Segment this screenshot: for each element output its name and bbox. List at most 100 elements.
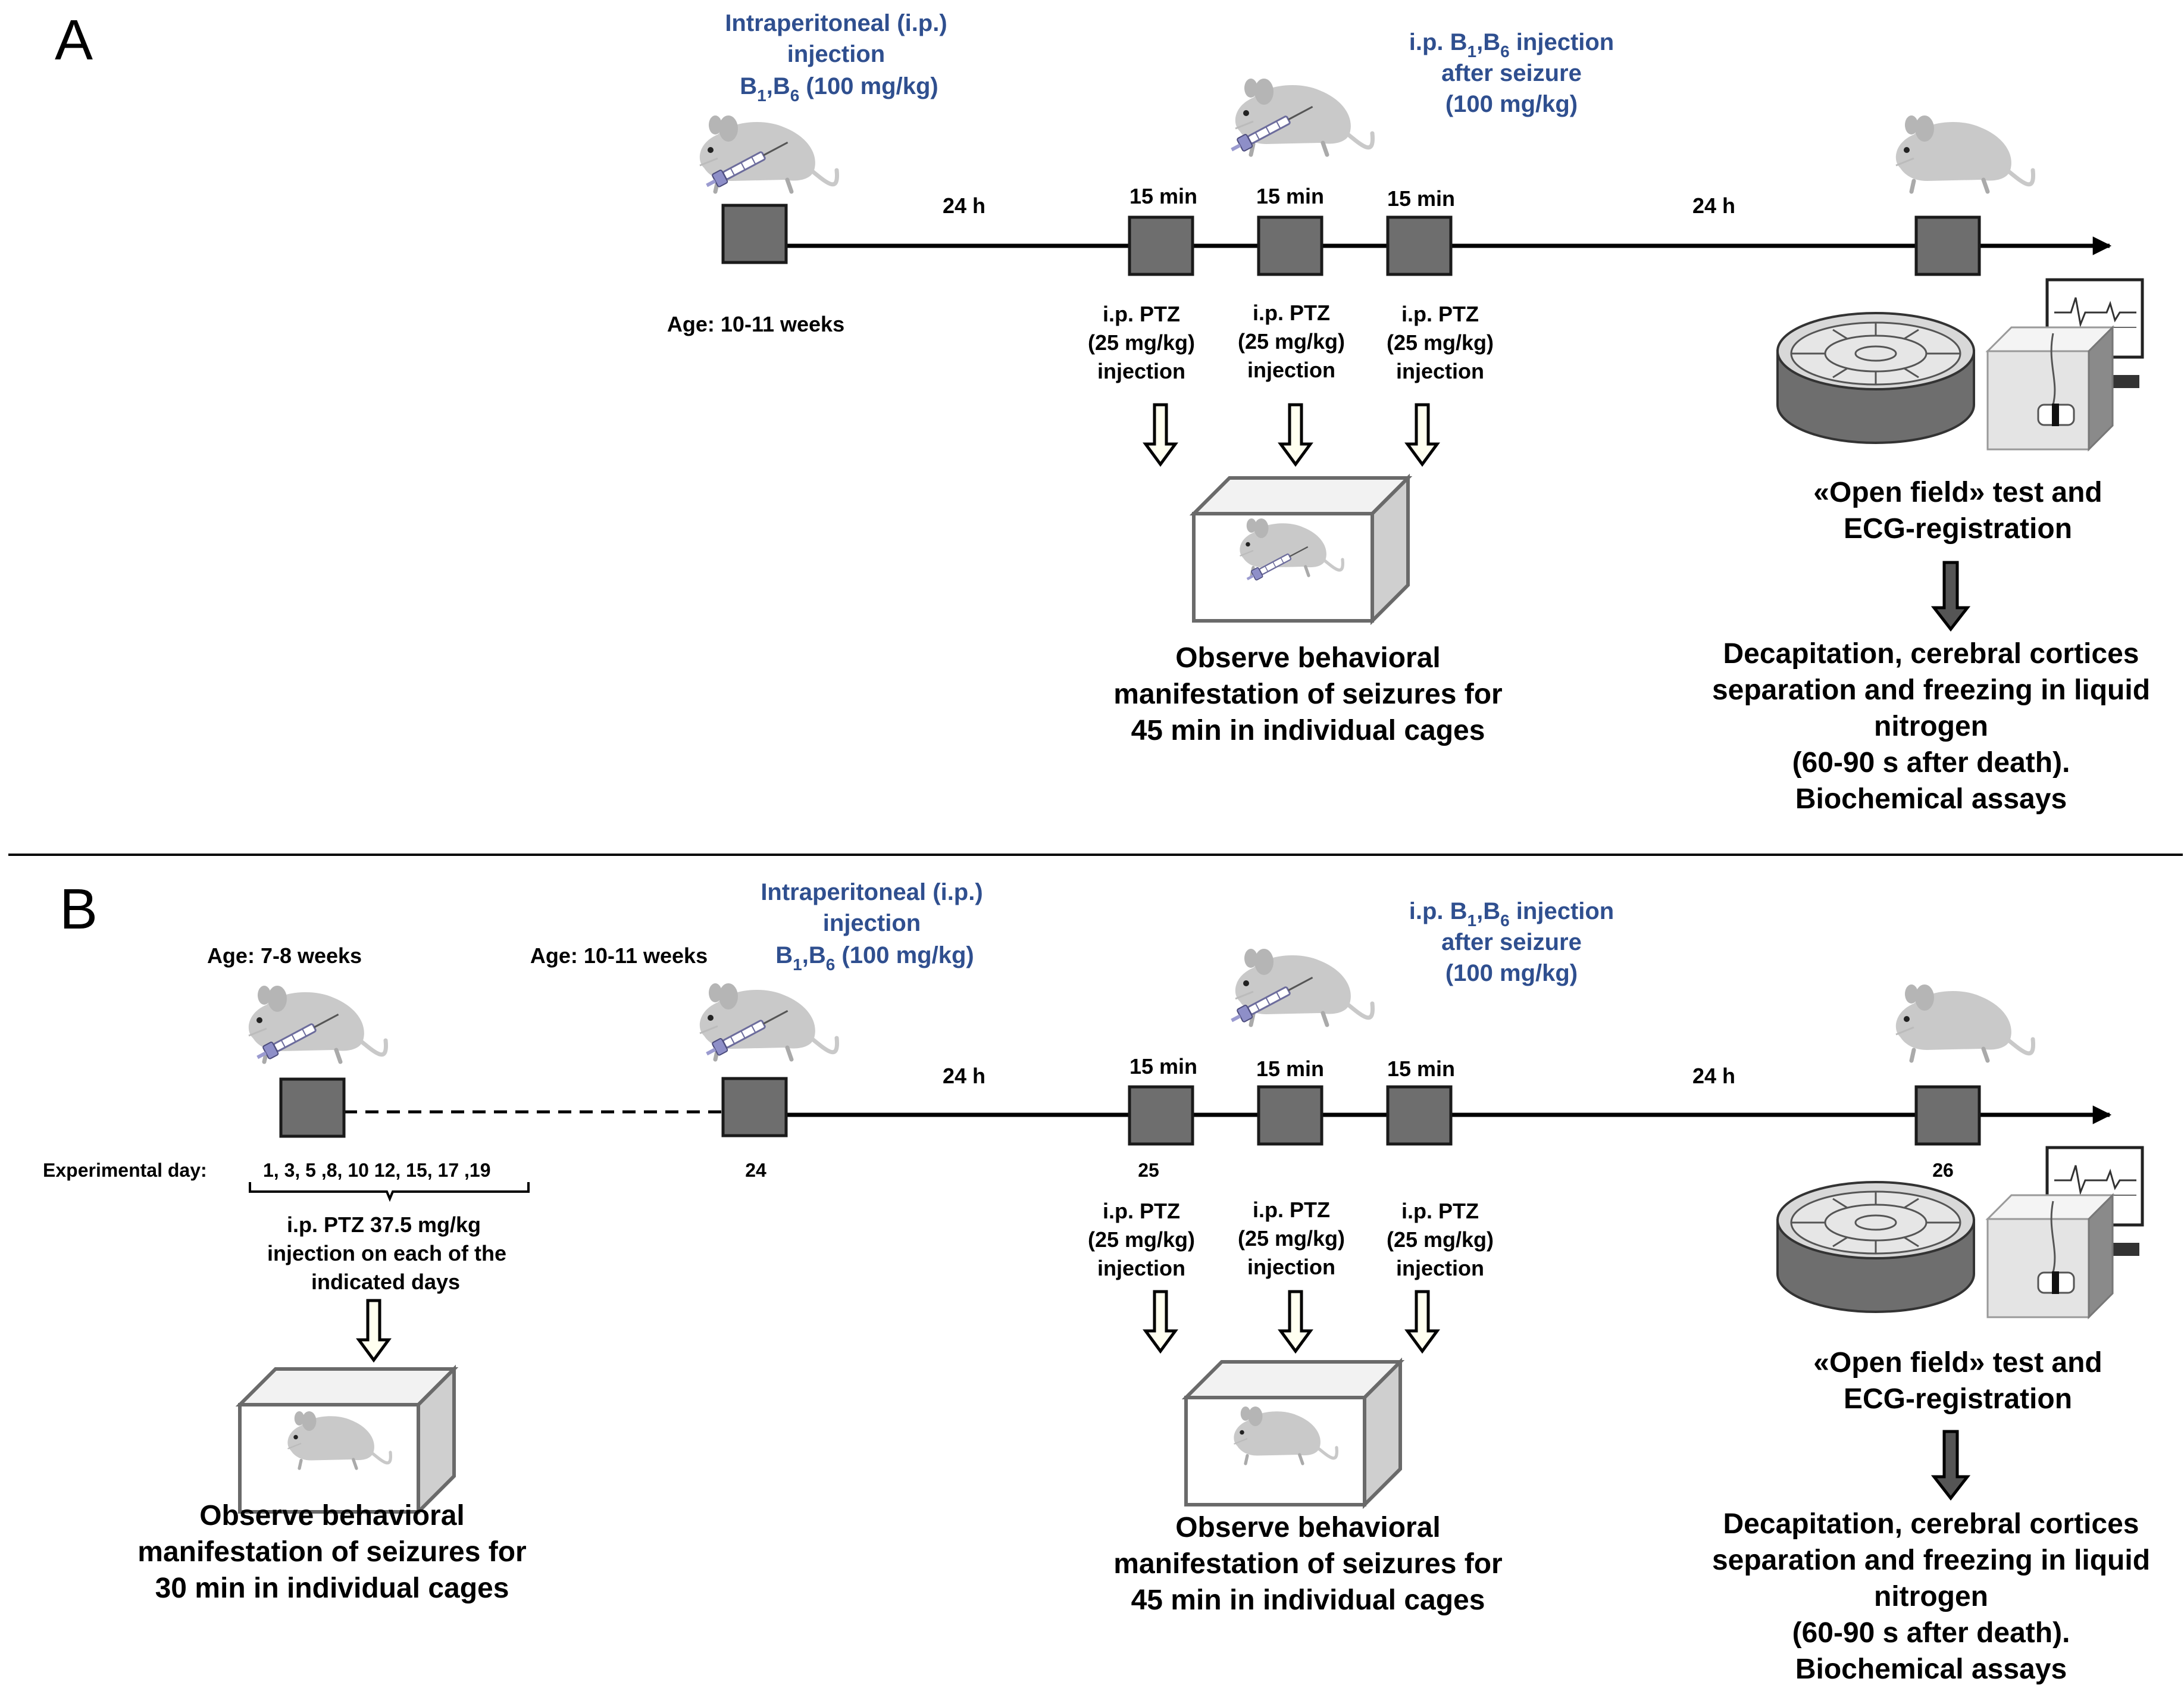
svg-text:Biochemical assays: Biochemical assays xyxy=(1795,1654,2067,1685)
after-seizure-line2: after seizure xyxy=(1441,60,1582,86)
ptz-injection-label: i.p. PTZ (25 mg/kg) injection xyxy=(1088,1199,1195,1280)
age-label: Age: 7-8 weeks xyxy=(207,943,362,968)
ip-title-line2: injection xyxy=(787,41,885,67)
ecg-monitor-icon xyxy=(1988,1148,2142,1317)
after-seizure-line3: (100 mg/kg) xyxy=(1445,91,1578,117)
day-number: 25 xyxy=(1138,1159,1159,1181)
panel-a-letter: A xyxy=(55,8,93,72)
down-arrow-icon xyxy=(1281,405,1310,464)
experimental-day-label: Experimental day: xyxy=(43,1159,207,1181)
interval-15min-label: 15 min xyxy=(1256,184,1324,208)
svg-text:(25 mg/kg): (25 mg/kg) xyxy=(1238,1226,1345,1251)
timepoint-box xyxy=(1914,1085,1981,1146)
svg-text:ECG-registration: ECG-registration xyxy=(1844,1383,2072,1415)
mouse-icon xyxy=(1896,115,2033,192)
down-arrow-dark-icon xyxy=(1934,562,1967,629)
observe-text: Observe behavioral manifestation of seiz… xyxy=(1113,1512,1502,1616)
ip-title-line1: Intraperitoneal (i.p.) xyxy=(725,10,947,36)
svg-text:(25 mg/kg): (25 mg/kg) xyxy=(1088,330,1195,355)
decapitation-text: Decapitation, cerebral cortices separati… xyxy=(1712,1508,2150,1685)
timepoint-box xyxy=(279,1077,346,1138)
svg-text:Observe behavioral: Observe behavioral xyxy=(1175,1512,1441,1543)
down-arrow-icon xyxy=(1407,405,1437,464)
svg-text:(25 mg/kg): (25 mg/kg) xyxy=(1088,1227,1195,1252)
mouse-icon xyxy=(1235,79,1373,155)
timepoint-box xyxy=(1128,1085,1194,1146)
svg-text:injection: injection xyxy=(1247,358,1335,382)
age-label: Age: 10-11 weeks xyxy=(667,312,844,336)
svg-text:i.p. PTZ: i.p. PTZ xyxy=(1103,302,1180,326)
interval-24h-label: 24 h xyxy=(943,1064,985,1088)
svg-text:separation and freezing in liq: separation and freezing in liquid xyxy=(1712,1545,2150,1576)
ip-dose: B1,B6 (100 mg/kg) xyxy=(740,73,938,105)
svg-text:injection on each of the: injection on each of the xyxy=(267,1241,506,1265)
svg-text:Observe behavioral: Observe behavioral xyxy=(1175,642,1441,674)
svg-text:«Open field» test and: «Open field» test and xyxy=(1813,477,2102,508)
timepoint-box xyxy=(1386,215,1453,276)
mouse-icon xyxy=(1235,949,1373,1025)
timepoint-box xyxy=(1257,215,1323,276)
day-number: 24 xyxy=(745,1159,766,1181)
after-seizure-line1: i.p. B1,B6 injection xyxy=(1409,29,1614,61)
open-field-arena-icon xyxy=(1776,312,1975,444)
ptz-injection-label: i.p. PTZ (25 mg/kg) injection xyxy=(1088,302,1195,383)
down-arrow-icon xyxy=(359,1301,389,1360)
svg-text:i.p. PTZ: i.p. PTZ xyxy=(1253,1198,1330,1222)
svg-text:(25 mg/kg): (25 mg/kg) xyxy=(1238,329,1345,354)
svg-text:(60-90 s after death).: (60-90 s after death). xyxy=(1792,747,2070,779)
experimental-days-list: 1, 3, 5 ,8, 10 12, 15, 17 ,19 xyxy=(263,1159,491,1181)
svg-text:injection: injection xyxy=(1097,1256,1185,1280)
ptz-injection-label: i.p. PTZ (25 mg/kg) injection xyxy=(1387,1199,1494,1280)
age-label: Age: 10-11 weeks xyxy=(530,943,708,968)
svg-text:manifestation of seizures for: manifestation of seizures for xyxy=(1113,1548,1502,1580)
down-arrow-icon xyxy=(1146,1292,1175,1351)
interval-15min-label: 15 min xyxy=(1256,1057,1324,1081)
svg-text:i.p. PTZ: i.p. PTZ xyxy=(1253,301,1330,325)
observe-text: Observe behavioral manifestation of seiz… xyxy=(137,1500,526,1604)
mouse-icon xyxy=(1896,984,2033,1061)
after-seizure-line1: i.p. B1,B6 injection xyxy=(1409,898,1614,930)
svg-text:«Open field» test and: «Open field» test and xyxy=(1813,1347,2102,1379)
observe-text: Observe behavioral manifestation of seiz… xyxy=(1113,642,1502,746)
down-arrow-icon xyxy=(1281,1292,1310,1351)
down-arrow-icon xyxy=(1407,1292,1437,1351)
svg-text:(25 mg/kg): (25 mg/kg) xyxy=(1387,330,1494,355)
interval-15min-label: 15 min xyxy=(1387,186,1455,211)
timepoint-box xyxy=(721,1077,788,1137)
ptz-injection-label: i.p. PTZ (25 mg/kg) injection xyxy=(1238,1198,1345,1279)
svg-text:45 min in individual cages: 45 min in individual cages xyxy=(1131,715,1485,746)
svg-text:injection: injection xyxy=(1247,1255,1335,1279)
after-seizure-line2: after seizure xyxy=(1441,929,1582,955)
svg-text:injection: injection xyxy=(1097,359,1185,383)
svg-text:(60-90 s after death).: (60-90 s after death). xyxy=(1792,1617,2070,1649)
days-bracket xyxy=(249,1182,530,1202)
svg-text:i.p. PTZ 37.5 mg/kg: i.p. PTZ 37.5 mg/kg xyxy=(287,1212,481,1237)
svg-text:Observe behavioral: Observe behavioral xyxy=(199,1500,465,1531)
interval-24h-label: 24 h xyxy=(1692,193,1735,218)
ptz-injection-label: i.p. PTZ (25 mg/kg) injection xyxy=(1387,302,1494,383)
interval-15min-label: 15 min xyxy=(1387,1057,1455,1081)
svg-text:manifestation of seizures for: manifestation of seizures for xyxy=(137,1536,526,1568)
timepoint-box xyxy=(1257,1085,1323,1146)
panel-b-letter: B xyxy=(60,877,98,941)
timepoint-box xyxy=(721,204,788,264)
interval-15min-label: 15 min xyxy=(1129,1054,1197,1079)
timepoint-box xyxy=(1914,215,1981,276)
svg-text:30 min in individual cages: 30 min in individual cages xyxy=(155,1573,509,1604)
svg-text:nitrogen: nitrogen xyxy=(1874,711,1988,742)
interval-24h-label: 24 h xyxy=(1692,1064,1735,1088)
svg-text:indicated days: indicated days xyxy=(311,1270,460,1294)
timepoint-box xyxy=(1386,1085,1453,1146)
svg-text:i.p. PTZ: i.p. PTZ xyxy=(1401,302,1479,326)
open-field-text: «Open field» test and ECG-registration xyxy=(1813,1347,2102,1415)
decapitation-text: Decapitation, cerebral cortices separati… xyxy=(1712,638,2150,815)
interval-15min-label: 15 min xyxy=(1129,184,1197,208)
svg-text:(25 mg/kg): (25 mg/kg) xyxy=(1387,1227,1494,1252)
kindling-text: i.p. PTZ 37.5 mg/kg injection on each of… xyxy=(267,1212,506,1294)
ecg-monitor-icon xyxy=(1988,280,2142,449)
ptz-injection-label: i.p. PTZ (25 mg/kg) injection xyxy=(1238,301,1345,382)
svg-text:manifestation of seizures for: manifestation of seizures for xyxy=(1113,679,1502,710)
svg-text:Biochemical assays: Biochemical assays xyxy=(1795,783,2067,815)
svg-text:i.p. PTZ: i.p. PTZ xyxy=(1401,1199,1479,1223)
